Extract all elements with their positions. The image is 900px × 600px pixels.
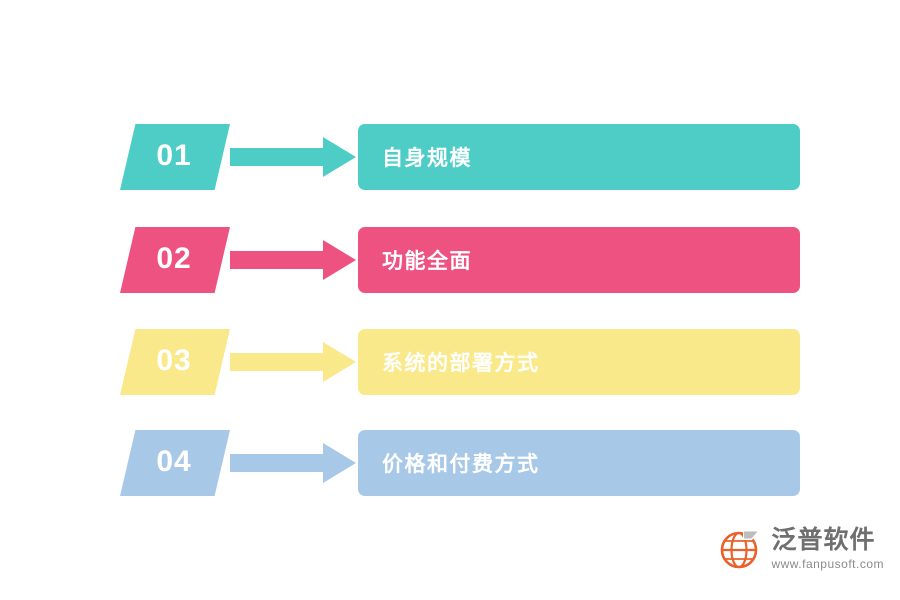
step-label-bar: 系统的部署方式 (358, 329, 800, 395)
step-label-text: 自身规模 (382, 147, 472, 170)
arrow-shaft (230, 353, 326, 371)
diagram-row: 01 自身规模 (120, 124, 800, 190)
logo-name-cn: 泛普软件 (771, 526, 876, 555)
diagram-row: 03 系统的部署方式 (120, 329, 800, 395)
step-label-bar: 功能全面 (358, 227, 800, 293)
arrow-icon (230, 227, 358, 293)
brand-logo: 泛普软件 www.fanpusoft.com (719, 526, 884, 580)
logo-url: www.fanpusoft.com (771, 556, 884, 571)
step-label-bar: 价格和付费方式 (358, 430, 800, 496)
arrow-icon (230, 329, 358, 395)
arrow-icon (230, 430, 358, 496)
step-number-tag: 01 (120, 124, 230, 190)
arrow-shaft (230, 251, 326, 269)
step-label-text: 价格和付费方式 (382, 453, 540, 476)
step-number-label: 01 (156, 139, 192, 172)
step-number-label: 02 (156, 242, 192, 275)
step-label-text: 功能全面 (382, 250, 472, 273)
diagram-row: 04 价格和付费方式 (120, 430, 800, 496)
step-number-tag: 02 (120, 227, 230, 293)
step-label-bar: 自身规模 (358, 124, 800, 190)
diagram-row: 02 功能全面 (120, 227, 800, 293)
step-number-tag: 03 (120, 329, 230, 395)
arrow-shaft (230, 148, 326, 166)
arrow-head (323, 137, 356, 177)
arrow-head (323, 443, 356, 483)
arrow-icon (230, 124, 358, 190)
arrow-head (323, 240, 356, 280)
arrow-shaft (230, 454, 326, 472)
step-label-text: 系统的部署方式 (382, 352, 540, 375)
step-number-tag: 04 (120, 430, 230, 496)
arrow-head (323, 342, 356, 382)
globe-icon (719, 526, 765, 572)
logo-text-block: 泛普软件 www.fanpusoft.com (771, 526, 884, 572)
step-number-label: 03 (156, 344, 192, 377)
step-number-label: 04 (156, 445, 192, 478)
